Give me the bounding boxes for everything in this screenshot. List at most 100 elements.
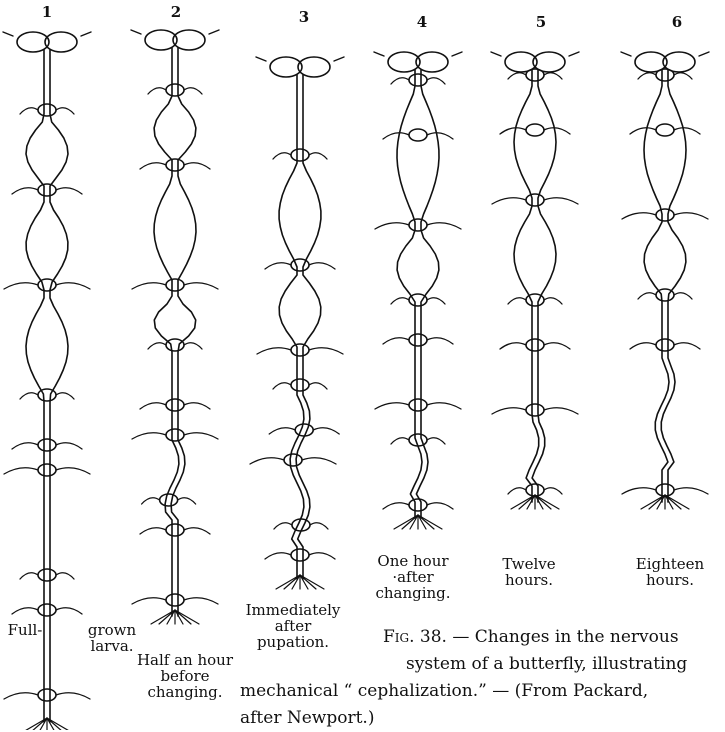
lateral-nerve-right-2-3 — [184, 343, 202, 349]
lateral-nerve-left-1-4 — [12, 443, 38, 449]
lateral-nerve-right-5-6 — [544, 488, 562, 494]
lateral-nerve-left-3-0 — [273, 153, 291, 159]
brain-nerve-right-1 — [81, 32, 91, 36]
lateral-nerve-right-2-7 — [184, 528, 210, 534]
lateral-nerve-left-2-1 — [140, 163, 166, 169]
lateral-nerve-right-2-4 — [184, 403, 210, 409]
panel-caption-1-right: grown larva. — [82, 622, 142, 654]
lateral-nerve-right-4-7 — [427, 503, 453, 509]
brain-nerve-left-3 — [256, 57, 266, 61]
lateral-nerve-left-2-2 — [132, 283, 166, 289]
ganglion-3-1 — [291, 259, 309, 271]
lateral-nerve-left-2-4 — [140, 403, 166, 409]
lateral-nerve-left-6-1 — [630, 128, 656, 134]
lateral-nerve-left-3-1 — [265, 263, 291, 269]
ganglion-6-3 — [656, 289, 674, 301]
ganglion-3-3 — [291, 379, 309, 391]
lateral-nerve-right-3-6 — [310, 523, 328, 529]
lateral-nerve-left-3-7 — [265, 553, 291, 559]
lateral-nerve-right-2-2 — [184, 283, 218, 289]
lateral-nerve-right-1-5 — [56, 468, 90, 474]
lateral-nerve-right-1-2 — [56, 283, 90, 289]
brain-nerve-right-3 — [334, 57, 344, 61]
ganglion-5-0 — [526, 69, 544, 81]
brain-nerve-left-2 — [131, 30, 141, 34]
lateral-nerve-right-5-5 — [544, 408, 578, 414]
ganglion-2-3 — [166, 339, 184, 351]
lateral-nerve-right-1-4 — [56, 443, 82, 449]
ganglion-3-6 — [292, 519, 310, 531]
figure-caption-line4: after Newport.) — [240, 705, 725, 732]
lateral-nerve-right-3-1 — [309, 263, 335, 269]
lateral-nerve-right-4-4 — [427, 338, 453, 344]
lateral-nerve-left-1-1 — [12, 188, 38, 194]
lateral-nerve-left-2-5 — [132, 433, 166, 439]
nerve-cord-left-3 — [279, 75, 304, 579]
nerve-cord-right-5 — [532, 70, 556, 502]
figure-caption-line1: — Changes in the nervous — [452, 627, 678, 647]
lateral-nerve-right-6-0 — [674, 73, 692, 79]
panel-caption-1-left: Full- — [0, 622, 50, 638]
lateral-nerve-right-5-2 — [544, 198, 578, 204]
ganglion-5-5 — [526, 404, 544, 416]
lateral-nerve-left-4-1 — [383, 133, 409, 139]
figure-caption-line2: system of a butterfly, illustrating — [240, 651, 725, 678]
ganglion-5-6 — [526, 484, 544, 496]
lateral-nerve-left-4-2 — [375, 223, 409, 229]
ganglion-1-2 — [38, 279, 56, 291]
nerve-cord-left-6 — [644, 70, 669, 502]
lateral-nerve-left-4-7 — [383, 503, 409, 509]
lateral-nerve-right-6-2 — [674, 213, 708, 219]
brain-nerve-left-4 — [374, 52, 384, 56]
panel-caption-4: One hour ·after changing. — [368, 553, 458, 601]
brain-nerve-right-2 — [209, 30, 219, 34]
lateral-nerve-left-6-3 — [638, 293, 656, 299]
ganglion-4-7 — [409, 499, 427, 511]
lateral-nerve-right-3-3 — [309, 383, 327, 389]
lateral-nerve-right-3-4 — [313, 428, 339, 434]
lateral-nerve-left-1-3 — [20, 393, 38, 399]
brain-nerve-left-5 — [491, 52, 501, 56]
lateral-nerve-left-1-8 — [4, 693, 38, 699]
ganglion-2-8 — [166, 594, 184, 606]
lateral-nerve-right-1-1 — [56, 188, 82, 194]
lateral-nerve-right-6-3 — [674, 293, 692, 299]
lateral-nerve-right-1-8 — [56, 693, 90, 699]
lateral-nerve-left-1-7 — [12, 608, 38, 614]
lateral-nerve-left-4-5 — [375, 403, 409, 409]
lateral-nerve-right-2-6 — [178, 498, 196, 504]
brain-nerve-left-6 — [621, 52, 631, 56]
panel-number-5: 5 — [526, 13, 556, 31]
lateral-nerve-right-3-0 — [309, 153, 327, 159]
lateral-nerve-right-2-5 — [184, 433, 218, 439]
lateral-nerve-left-5-4 — [500, 343, 526, 349]
nerve-cord-right-1 — [50, 50, 68, 722]
ganglion-1-1 — [38, 184, 56, 196]
ganglion-6-2 — [656, 209, 674, 221]
ganglion-1-0 — [38, 104, 56, 116]
lateral-nerve-left-3-3 — [273, 383, 291, 389]
brain-nerve-right-6 — [699, 52, 709, 56]
lateral-nerve-left-1-0 — [20, 108, 38, 114]
brain-lobe-right-2 — [173, 30, 205, 50]
lateral-nerve-right-2-8 — [184, 598, 218, 604]
lateral-nerve-right-3-5 — [302, 458, 336, 464]
ganglion-1-3 — [38, 389, 56, 401]
lateral-nerve-left-5-0 — [508, 73, 526, 79]
lateral-nerve-right-4-6 — [427, 438, 445, 444]
lateral-nerve-left-2-7 — [140, 528, 166, 534]
lateral-nerve-left-1-6 — [20, 573, 38, 579]
ganglion-2-7 — [166, 524, 184, 536]
panel-number-6: 6 — [662, 13, 692, 31]
ganglion-3-7 — [291, 549, 309, 561]
lateral-nerve-right-5-0 — [544, 73, 562, 79]
brain-nerve-right-4 — [452, 52, 462, 56]
lateral-nerve-right-4-2 — [427, 223, 461, 229]
lateral-nerve-left-5-1 — [500, 128, 526, 134]
lateral-nerve-right-2-1 — [184, 163, 210, 169]
lateral-nerve-left-3-4 — [269, 428, 295, 434]
ganglion-4-5 — [409, 399, 427, 411]
ganglion-4-1 — [409, 129, 427, 141]
lateral-nerve-left-4-6 — [391, 438, 409, 444]
lateral-nerve-right-1-3 — [56, 393, 74, 399]
